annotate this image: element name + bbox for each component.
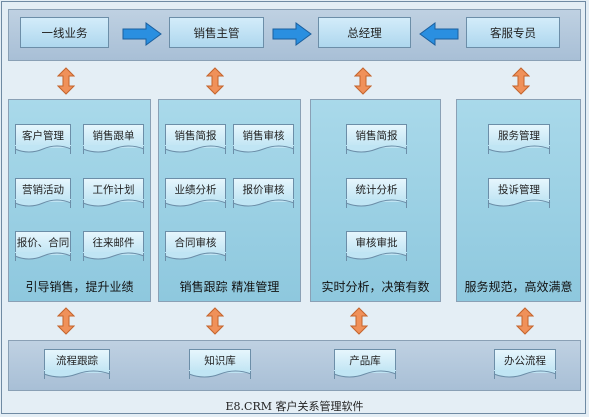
doc-wave-edge — [493, 370, 557, 378]
column-caption: 销售跟踪 精准管理 — [179, 280, 280, 294]
doc-item: 合同审核 — [164, 231, 227, 261]
doc-wave-edge — [345, 145, 408, 153]
doc-item: 报价审核 — [232, 178, 295, 208]
customer-service-box: 客服专员 — [466, 17, 560, 48]
doc-item: 服务管理 — [487, 124, 551, 154]
doc-wave-edge — [345, 252, 408, 260]
right-arrow-icon — [122, 22, 162, 46]
doc-item: 知识库 — [188, 349, 252, 379]
doc-item: 销售简报 — [164, 124, 227, 154]
doc-wave-edge — [14, 199, 72, 207]
double-arrow-icon — [206, 67, 224, 95]
column-caption: 引导销售，提升业绩 — [25, 280, 134, 294]
sales-director-box: 销售主管 — [169, 17, 264, 48]
doc-item: 投诉管理 — [487, 178, 551, 208]
doc-wave-edge — [232, 145, 295, 153]
doc-wave-edge — [345, 199, 408, 207]
doc-wave-edge — [164, 145, 227, 153]
left-arrow-icon — [419, 22, 459, 46]
doc-item: 统计分析 — [345, 178, 408, 208]
double-arrow-icon — [512, 67, 530, 95]
doc-item: 客户管理 — [14, 124, 72, 154]
doc-item: 营销活动 — [14, 178, 72, 208]
doc-wave-edge — [14, 145, 72, 153]
column-caption: 实时分析，决策有数 — [321, 280, 430, 294]
double-arrow-icon — [206, 307, 224, 335]
doc-item: 工作计划 — [82, 178, 145, 208]
doc-wave-edge — [164, 252, 227, 260]
doc-wave-edge — [43, 370, 111, 378]
doc-wave-edge — [14, 252, 72, 260]
double-arrow-icon — [354, 67, 372, 95]
double-arrow-icon — [350, 307, 368, 335]
doc-item: 业绩分析 — [164, 178, 227, 208]
doc-item: 往来邮件 — [82, 231, 145, 261]
doc-wave-edge — [82, 252, 145, 260]
right-arrow-icon — [272, 22, 312, 46]
diagram-footer: E8.CRM 客户关系管理软件 — [225, 400, 364, 413]
doc-wave-edge — [333, 370, 397, 378]
doc-item: 流程跟踪 — [43, 349, 111, 379]
doc-wave-edge — [82, 199, 145, 207]
general-manager-box: 总经理 — [318, 17, 411, 48]
doc-wave-edge — [232, 199, 295, 207]
frontline-box: 一线业务 — [20, 17, 109, 48]
doc-wave-edge — [188, 370, 252, 378]
doc-wave-edge — [487, 199, 551, 207]
double-arrow-icon — [57, 307, 75, 335]
column-caption: 服务规范，高效满意 — [464, 280, 573, 294]
doc-item: 产品库 — [333, 349, 397, 379]
double-arrow-icon — [516, 307, 534, 335]
doc-item: 销售跟单 — [82, 124, 145, 154]
doc-wave-edge — [82, 145, 145, 153]
doc-item: 办公流程 — [493, 349, 557, 379]
doc-item: 报价、合同 — [14, 231, 72, 261]
doc-item: 销售简报 — [345, 124, 408, 154]
double-arrow-icon — [57, 67, 75, 95]
doc-wave-edge — [164, 199, 227, 207]
doc-item: 审核审批 — [345, 231, 408, 261]
doc-wave-edge — [487, 145, 551, 153]
doc-item: 销售审核 — [232, 124, 295, 154]
